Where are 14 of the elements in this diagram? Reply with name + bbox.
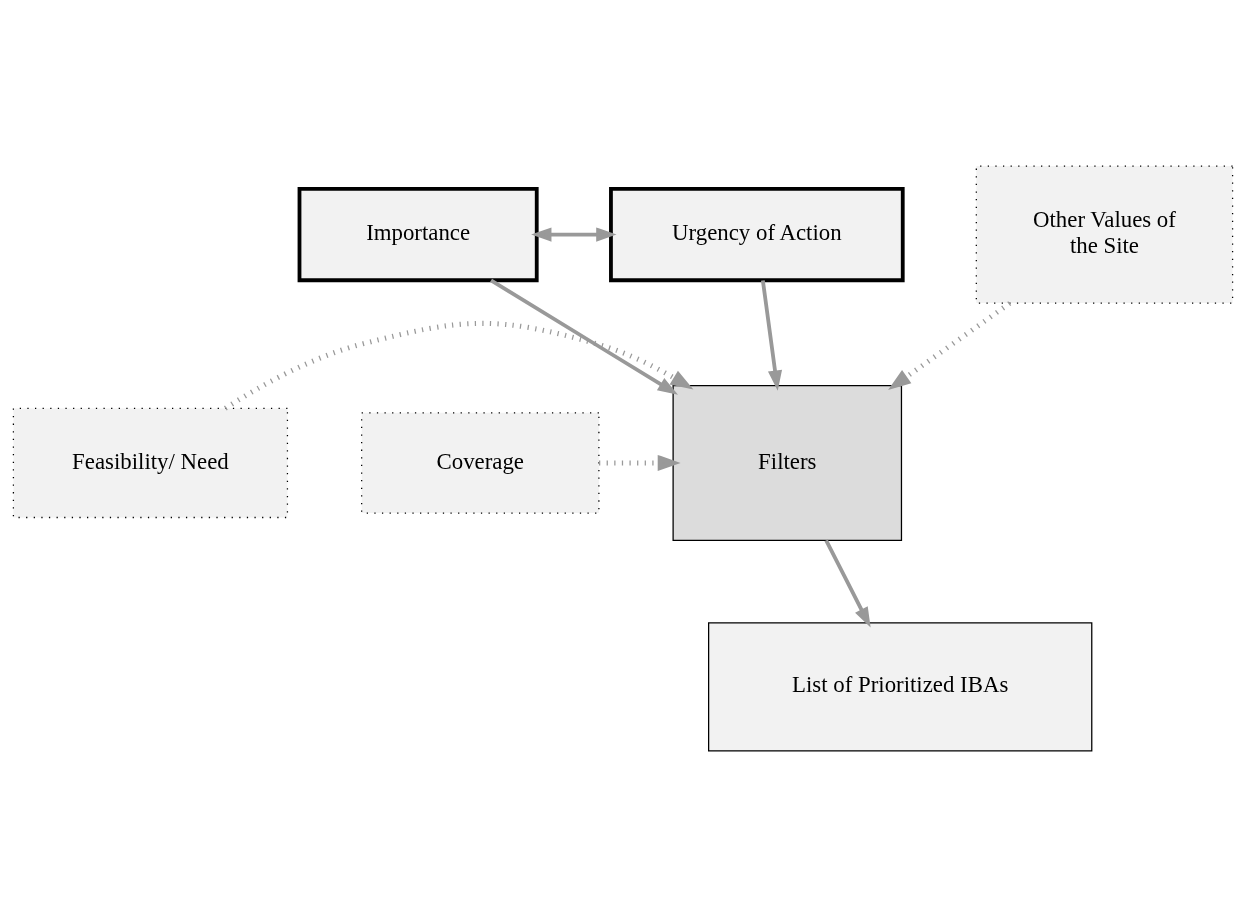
arrow — [888, 300, 1012, 390]
arrow — [824, 539, 871, 628]
arrow — [531, 226, 617, 242]
node-box: Feasibility/ Need — [12, 407, 289, 518]
node-box: Urgency of Action — [609, 186, 905, 282]
node-box: Other Values of the Site — [975, 164, 1234, 304]
arrow — [760, 279, 783, 391]
arrow — [223, 320, 694, 410]
node-box: Coverage — [361, 411, 600, 514]
arrow — [490, 278, 678, 395]
node-box: Filters — [672, 384, 903, 541]
node-box: List of Prioritized IBAs — [708, 621, 1093, 752]
arrow — [599, 454, 681, 471]
node-box: Importance — [297, 186, 539, 282]
